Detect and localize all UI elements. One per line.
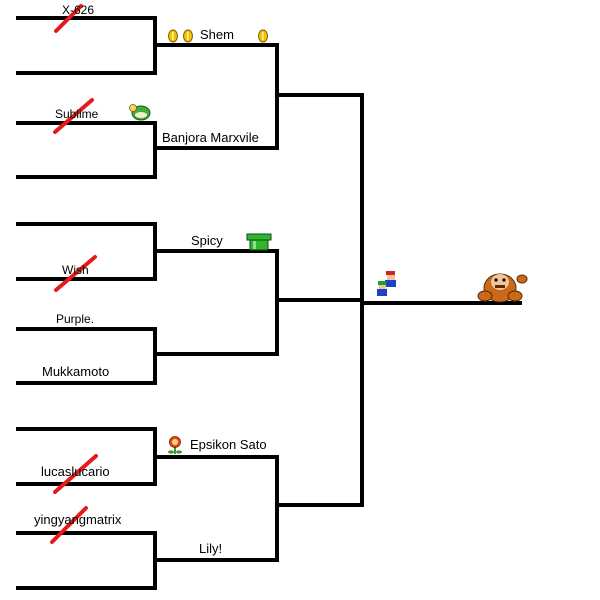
r2-m3-top-name: Epsikon Sato xyxy=(190,437,267,452)
mario-luigi-icon xyxy=(377,271,396,296)
r1-m3-bottom-name: Wish xyxy=(62,263,89,277)
fire-flower-icon xyxy=(168,436,182,454)
strike-wish xyxy=(54,255,97,292)
strike-yingyangmatrix xyxy=(50,506,88,544)
r2-m2-top-name: Spicy xyxy=(191,233,223,248)
warp-pipe-icon xyxy=(246,233,272,251)
r1-m1-top-name: X-626 xyxy=(62,3,95,17)
strike-sublime xyxy=(53,98,94,134)
koopa-shell-icon xyxy=(129,104,151,121)
r1-m4-top-name: Purple. xyxy=(56,312,95,326)
r1-m6-top-name: yingyangmatrix xyxy=(34,512,122,527)
r1-bracket-2 xyxy=(16,121,157,179)
strike-lucaslucario xyxy=(53,454,98,494)
r2-m3-bottom-name: Lily! xyxy=(199,541,223,556)
coin-icon xyxy=(183,29,193,43)
r1-m2-top-name: Sublime xyxy=(55,107,99,121)
r2-m1-top-name: Shem xyxy=(200,27,234,42)
r1-m5-bottom-name: lucaslucario xyxy=(41,464,110,479)
r1-bracket-1 xyxy=(16,16,157,75)
r1-m4-bottom-name: Mukkamoto xyxy=(42,364,110,379)
r1-bracket-6 xyxy=(16,531,157,590)
donkey-kong-icon xyxy=(477,273,528,303)
coin-icon xyxy=(168,29,178,43)
coin-icon xyxy=(258,29,268,43)
r2-m1-bottom-name: Banjora Marxvile xyxy=(162,130,259,145)
strike-x626 xyxy=(54,4,83,33)
